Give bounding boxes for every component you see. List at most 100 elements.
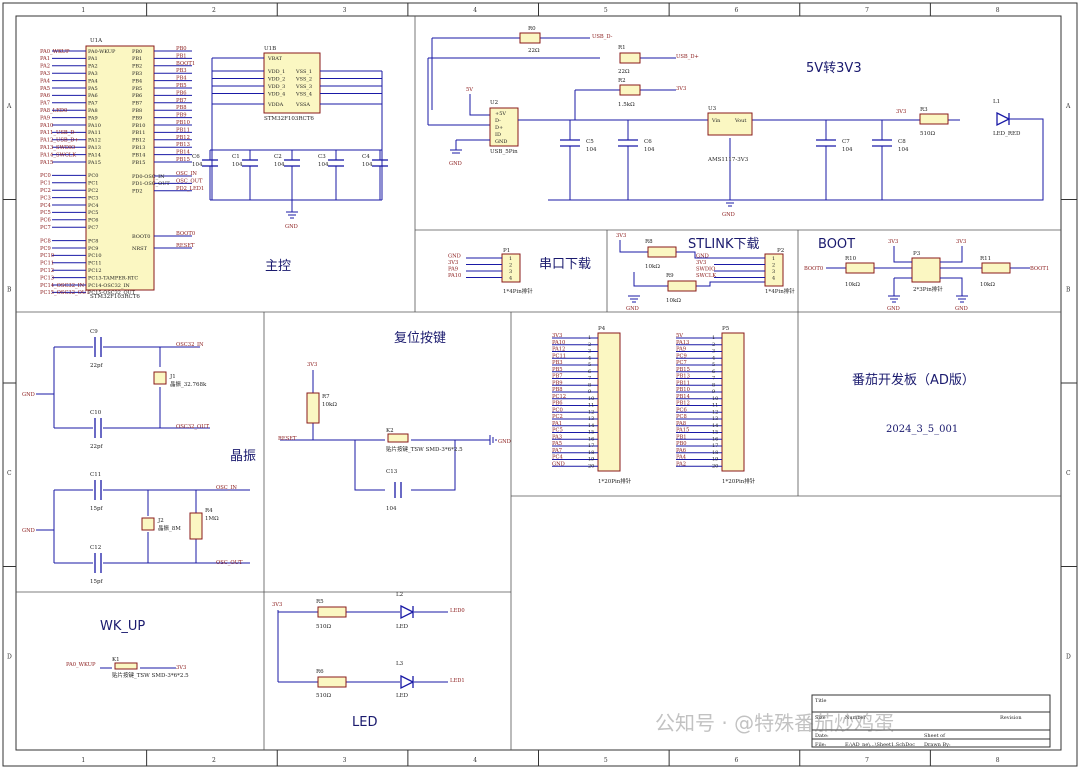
mcu-net-label: PC15_OSC32_OUT xyxy=(40,290,90,296)
header-pin-number: 4 xyxy=(509,276,512,282)
header-net: PB7 xyxy=(552,374,563,380)
header-pin-number: 2 xyxy=(588,342,591,348)
svg-text:U3: U3 xyxy=(708,106,717,112)
section-title-stlink: STLINK下载 xyxy=(688,237,760,252)
ruler-row-right: D xyxy=(1066,653,1071,660)
usb-pin-name: ID xyxy=(495,132,501,138)
header-net: PC0 xyxy=(552,407,563,413)
header-net: PB1 xyxy=(676,434,687,440)
mcu-pin-name: PA0-WKUP xyxy=(88,49,116,55)
svg-text:GND: GND xyxy=(722,212,735,218)
mcu-net-label: PA3 xyxy=(40,71,50,77)
cap-value: 104 xyxy=(842,147,853,153)
header-net: PC11 xyxy=(552,353,566,359)
mcu-net-label: PB6 xyxy=(176,90,187,96)
ruler-col-bottom: 6 xyxy=(734,757,738,764)
ruler-col-top: 6 xyxy=(734,7,738,14)
usb-pin-name: +5V xyxy=(495,111,506,117)
svg-text:LED0: LED0 xyxy=(450,608,465,614)
crystal-section: 晶振 C922pfC1022pfJ1晶振_32.768kOSC32_INOSC3… xyxy=(22,329,256,585)
header-pin-number: 9 xyxy=(712,389,715,395)
header-net: PC4 xyxy=(552,455,563,461)
mcu-pin-name: PB1 xyxy=(132,56,142,62)
mcu-pin-name: PC6 xyxy=(88,218,98,224)
mcu-pin-name: PA2 xyxy=(88,64,98,70)
boot-header xyxy=(911,257,941,283)
header-pin-number: 7 xyxy=(588,376,591,382)
ruler-col-bottom: 3 xyxy=(343,757,347,764)
cap-value: 104 xyxy=(362,162,373,168)
mcu-pin-name: PB2 xyxy=(132,64,142,70)
svg-text:K2: K2 xyxy=(386,428,394,434)
header-pin-number: 11 xyxy=(712,403,718,409)
svg-text:3V3: 3V3 xyxy=(616,233,626,239)
mcu-net-label: PC0 xyxy=(40,173,51,179)
gnd-label: GND xyxy=(285,224,298,230)
mcu-net-label: PA9 xyxy=(40,115,50,121)
svg-text:R8: R8 xyxy=(645,239,653,245)
svg-text:USB_5Pin: USB_5Pin xyxy=(490,149,518,155)
cap-ref: C11 xyxy=(90,472,101,478)
mcu-pin-name: PA10 xyxy=(88,123,101,129)
header-net: PC8 xyxy=(676,414,687,420)
header-net: PA9 xyxy=(448,267,458,273)
svg-text:BOOT1: BOOT1 xyxy=(1030,266,1049,272)
mcu-net-label: PC8 xyxy=(40,238,51,244)
svg-text:Revision: Revision xyxy=(1000,715,1022,721)
header-net: PA3 xyxy=(552,434,562,440)
svg-text:22Ω: 22Ω xyxy=(528,48,540,54)
ruler-row-left: B xyxy=(7,286,12,293)
mcu-pin-name: PB10 xyxy=(132,123,145,129)
ruler-col-top: 4 xyxy=(473,7,477,14)
cap-ref: C4 xyxy=(362,154,370,160)
svg-text:3V3: 3V3 xyxy=(888,239,898,245)
cap-ref: C6 xyxy=(644,139,652,145)
mcu-pin-name: PD2 xyxy=(132,189,143,195)
header-pin-number: 14 xyxy=(588,423,594,429)
header-net: PA7 xyxy=(552,448,562,454)
header-pin-number: 3 xyxy=(588,349,591,355)
header-pin-number: 1 xyxy=(509,256,512,262)
crystal-part: 晶振_32.768k xyxy=(170,380,207,388)
mcu-pin-name: PA8 xyxy=(88,108,98,114)
header-pin-number: 19 xyxy=(588,457,594,463)
mcu-net-label: PC9 xyxy=(40,246,51,252)
header-net: PB3 xyxy=(552,360,563,366)
mcu-gnd-name: VSS_1 xyxy=(295,69,312,75)
header-net: PB14 xyxy=(676,394,691,400)
led-l1-icon xyxy=(996,111,1011,127)
section-title-boot: BOOT xyxy=(818,237,855,252)
ruler-col-bottom: 1 xyxy=(81,757,85,764)
crystal-parts: C922pfC1022pfJ1晶振_32.768kOSC32_INOSC32_O… xyxy=(22,329,250,585)
header-pin-number: 4 xyxy=(772,276,775,282)
svg-text:Drawn By:: Drawn By: xyxy=(924,742,951,748)
header-net: PA1 xyxy=(552,421,562,427)
mcu-pin-name: PC15-OSC32_OUT xyxy=(88,290,136,296)
header-net: GND xyxy=(552,461,565,467)
mcu-power-name: VDDA xyxy=(267,102,284,108)
mcu-pin-name: PB0 xyxy=(132,49,142,55)
svg-text:E:\AD_ne\...\Sheet1.SchDoc: E:\AD_ne\...\Sheet1.SchDoc xyxy=(845,742,915,748)
header-pin-number: 11 xyxy=(588,403,594,409)
led-section: LED 3V3 R5 510Ω R6 510Ω L2 LED L3 LED LE… xyxy=(272,592,465,730)
mcu-net-label: OSC_IN xyxy=(176,171,197,177)
mcu-net-label: PB11 xyxy=(176,127,190,133)
svg-text:贴片按键_TSW SMD-3*6*2.5: 贴片按键_TSW SMD-3*6*2.5 xyxy=(112,671,189,679)
svg-text:P5: P5 xyxy=(722,326,730,332)
svg-text:RESET: RESET xyxy=(278,436,297,442)
header-net: PB0 xyxy=(676,441,687,447)
header-net: PA9 xyxy=(676,347,686,353)
header-net: PB11 xyxy=(676,380,690,386)
svg-text:10kΩ: 10kΩ xyxy=(845,282,860,288)
mcu-net-label: PA1 xyxy=(40,56,50,62)
header-pin-number: 1 xyxy=(588,335,591,341)
net-osc-in: OSC_IN xyxy=(216,485,237,491)
cap-value: 22pf xyxy=(90,363,104,369)
mcu-gnd-name: VSS_4 xyxy=(295,91,312,97)
usb-connector xyxy=(489,107,519,147)
mcu-net-label: PC11 xyxy=(40,261,54,267)
r9 xyxy=(667,280,697,292)
header-net: 3V3 xyxy=(552,333,562,339)
